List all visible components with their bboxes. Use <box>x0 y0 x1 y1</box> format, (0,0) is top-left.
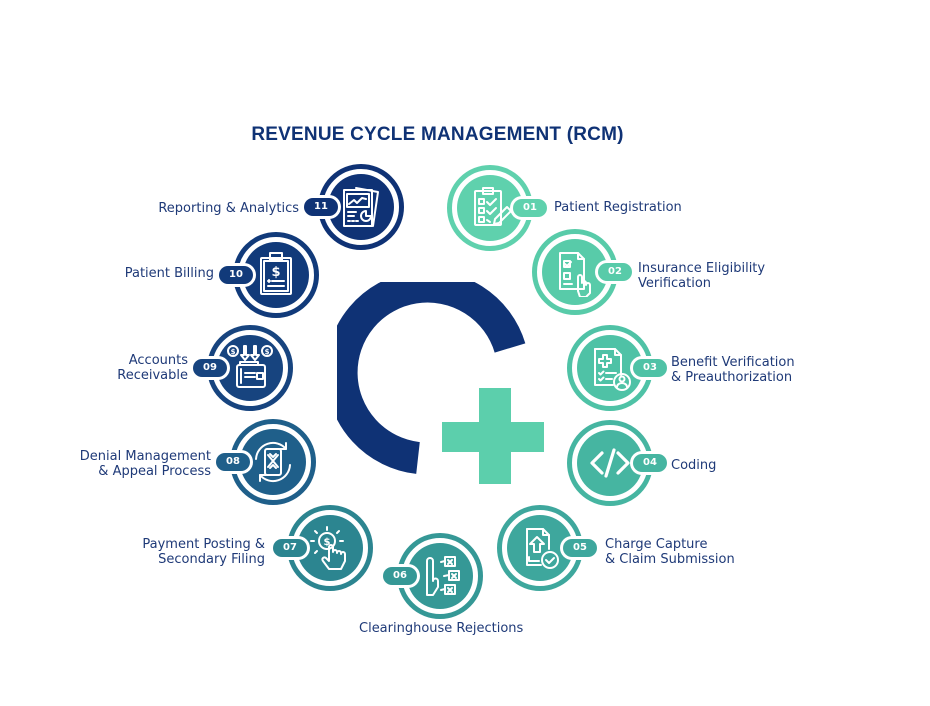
wallet-dollar-icon: $ $ <box>225 343 275 393</box>
step-number-badge: 11 <box>304 198 338 216</box>
step-08-label: Denial Management & Appeal Process <box>80 449 211 479</box>
step-core <box>457 175 523 241</box>
label-line: Coding <box>671 458 717 473</box>
svg-text:$: $ <box>231 348 236 356</box>
step-05-label: Charge Capture & Claim Submission <box>605 537 735 567</box>
step-02-node: 02 <box>532 229 632 315</box>
label-line: Patient Registration <box>554 200 682 215</box>
label-line: Patient Billing <box>124 266 214 281</box>
step-number-badge: 04 <box>633 454 667 472</box>
step-04-node: 04 <box>567 420 667 506</box>
code-brackets-icon <box>585 438 635 488</box>
dollar-coin-click-icon: $ <box>305 523 355 573</box>
step-10-node: $ 10 <box>219 232 319 318</box>
hand-stop-rejections-icon <box>415 551 465 601</box>
step-core <box>217 335 283 401</box>
step-02-label: Insurance Eligibility Verification <box>638 261 765 291</box>
step-core <box>577 335 643 401</box>
label-line: Clearinghouse Rejections <box>359 621 524 636</box>
step-10-label: Patient Billing <box>125 266 214 281</box>
label-line: Payment Posting & <box>142 537 265 552</box>
label-line: Benefit Verification <box>671 355 795 370</box>
step-01-label: Patient Registration <box>554 200 682 215</box>
step-06-label: Clearinghouse Rejections <box>359 621 523 636</box>
clipboard-dollar-icon: $ <box>251 250 301 300</box>
label-line: & Appeal Process <box>98 464 211 479</box>
step-core <box>542 239 608 305</box>
medical-plus-icon <box>442 388 544 484</box>
document-checkbox-hand-icon <box>550 247 600 297</box>
step-05-node: 05 <box>497 505 597 591</box>
label-line: Accounts <box>128 353 188 368</box>
step-07-label: Payment Posting & Secondary Filing <box>142 537 265 567</box>
label-line: Charge Capture <box>605 537 708 552</box>
step-11-node: 11 <box>304 164 404 250</box>
label-line: Verification <box>638 276 712 291</box>
label-line: Reporting & Analytics <box>158 201 299 216</box>
step-number-badge: 08 <box>216 453 250 471</box>
step-number-badge: 01 <box>513 199 547 217</box>
step-01-node: 01 <box>447 165 547 251</box>
step-04-label: Coding <box>671 458 716 473</box>
center-logo <box>337 282 544 484</box>
label-line: Denial Management <box>79 449 211 464</box>
step-03-node: 03 <box>567 325 667 411</box>
step-core <box>407 543 473 609</box>
step-06-node: 06 <box>383 533 483 619</box>
step-number-badge: 10 <box>219 266 253 284</box>
label-line: & Claim Submission <box>605 552 735 567</box>
document-upload-check-icon <box>515 523 565 573</box>
svg-text:$: $ <box>271 265 280 280</box>
page-title: REVENUE CYCLE MANAGEMENT (RCM) <box>251 124 624 145</box>
step-03-label: Benefit Verification & Preauthorization <box>671 355 795 385</box>
step-number-badge: 05 <box>563 539 597 557</box>
document-x-cycle-icon <box>248 437 298 487</box>
step-09-node: $ $ 09 <box>193 325 293 411</box>
label-line: & Preauthorization <box>671 370 793 385</box>
step-number-badge: 07 <box>273 539 307 557</box>
step-number-badge: 06 <box>383 567 417 585</box>
step-number-badge: 02 <box>598 263 632 281</box>
step-08-node: 08 <box>216 419 316 505</box>
svg-text:$: $ <box>324 537 331 548</box>
open-circle-logo-icon <box>337 282 526 474</box>
step-number-badge: 09 <box>193 359 227 377</box>
step-07-node: $ 07 <box>273 505 373 591</box>
step-number-badge: 03 <box>633 359 667 377</box>
label-line: Receivable <box>117 368 188 383</box>
step-11-label: Reporting & Analytics <box>158 201 299 216</box>
label-line: Insurance Eligibility <box>638 261 766 276</box>
step-09-label: Accounts Receivable <box>117 353 188 383</box>
clipboard-checklist-icon <box>465 183 515 233</box>
analytics-report-icon <box>336 182 386 232</box>
svg-text:$: $ <box>265 348 270 356</box>
medical-document-user-icon <box>585 343 635 393</box>
label-line: Secondary Filing <box>158 552 265 567</box>
